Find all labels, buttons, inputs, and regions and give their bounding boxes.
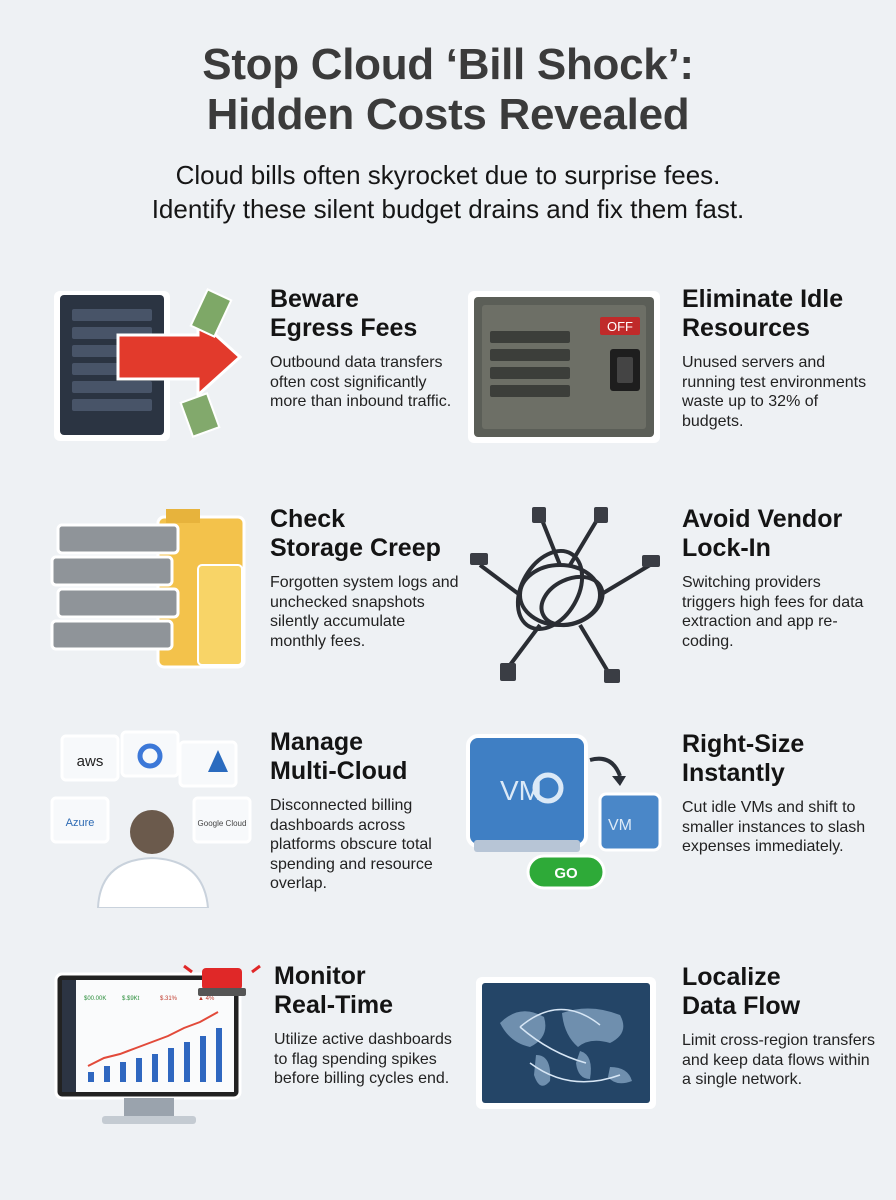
stat-1: $00.00K [84, 996, 106, 1002]
tip-title: Check Storage Creep [270, 505, 441, 562]
world-map-network-icon [460, 963, 670, 1143]
tip-title: Eliminate Idle Resources [682, 285, 844, 342]
vm-label-small: VM [608, 817, 632, 834]
tangled-cables-chain-icon [460, 505, 670, 685]
page-subtitle: Cloud bills often skyrocket due to surpr… [0, 158, 896, 226]
tip-title: Manage Multi-Cloud [270, 728, 408, 785]
tip-body: Cut idle VMs and shift to smaller instan… [682, 799, 866, 855]
page-title: Stop Cloud ‘Bill Shock’: Hidden Costs Re… [0, 40, 896, 140]
off-label: OFF [607, 319, 633, 334]
tip-title: Localize Data Flow [682, 963, 801, 1020]
title-line-1: Stop Cloud ‘Bill Shock’: [202, 40, 694, 89]
stacked-drives-folders-icon [48, 505, 258, 685]
go-label: GO [554, 865, 578, 882]
tip-card-idle: OFF Eliminate Idle Resources Unused serv… [460, 285, 896, 485]
title-line-2: Hidden Costs Revealed [206, 90, 690, 139]
azure-label: Azure [66, 817, 95, 829]
subtitle-line-2: Identify these silent budget drains and … [151, 194, 745, 224]
tip-card-vendor: Avoid Vendor Lock-In Switching providers… [460, 505, 896, 705]
multi-cloud-person-icon: aws Azure Google Cloud [48, 728, 258, 909]
tip-body: Outbound data transfers often cost signi… [270, 354, 452, 410]
tip-card-monitor: $00.00K $.$9Kt $.31% ▲ 4% Monit [52, 962, 492, 1162]
tip-title: Avoid Vendor Lock-In [682, 505, 843, 562]
vm-resize-icon: VM VM GO [460, 730, 670, 910]
tip-body: Forgotten system logs and unchecked snap… [270, 574, 459, 650]
tip-card-egress: Beware Egress Fees Outbound data transfe… [48, 285, 488, 485]
monitor-dashboard-alarm-icon: $00.00K $.$9Kt $.31% ▲ 4% [52, 962, 262, 1142]
tip-body: Utilize active dashboards to flag spendi… [274, 1031, 452, 1087]
idle-server-off-switch-icon: OFF [460, 285, 670, 465]
stat-4: ▲ 4% [198, 996, 215, 1002]
tip-card-storage: Check Storage Creep Forgotten system log… [48, 505, 488, 705]
tip-title: Monitor Real-Time [274, 962, 394, 1019]
tip-body: Unused servers and running test environm… [682, 354, 867, 430]
tip-title: Beware Egress Fees [270, 285, 418, 342]
tip-card-multicloud: aws Azure Google Cloud Manage Multi-Clou… [48, 728, 488, 928]
tip-body: Disconnected billing dashboards across p… [270, 797, 433, 892]
server-egress-icon [48, 285, 258, 465]
tip-card-rightsize: VM VM GO Right-Size Instantly Cut idle V… [460, 730, 896, 930]
google-cloud-label: Google Cloud [198, 819, 247, 828]
tip-body: Switching providers triggers high fees f… [682, 574, 864, 650]
stat-3: $.31% [160, 996, 178, 1002]
tip-body: Limit cross-region transfers and keep da… [682, 1032, 875, 1088]
tip-card-localize: Localize Data Flow Limit cross-region tr… [460, 963, 896, 1163]
aws-label: aws [77, 753, 104, 770]
tip-title: Right-Size Instantly [682, 730, 805, 787]
subtitle-line-1: Cloud bills often skyrocket due to surpr… [175, 160, 721, 190]
stat-2: $.$9Kt [122, 996, 140, 1002]
